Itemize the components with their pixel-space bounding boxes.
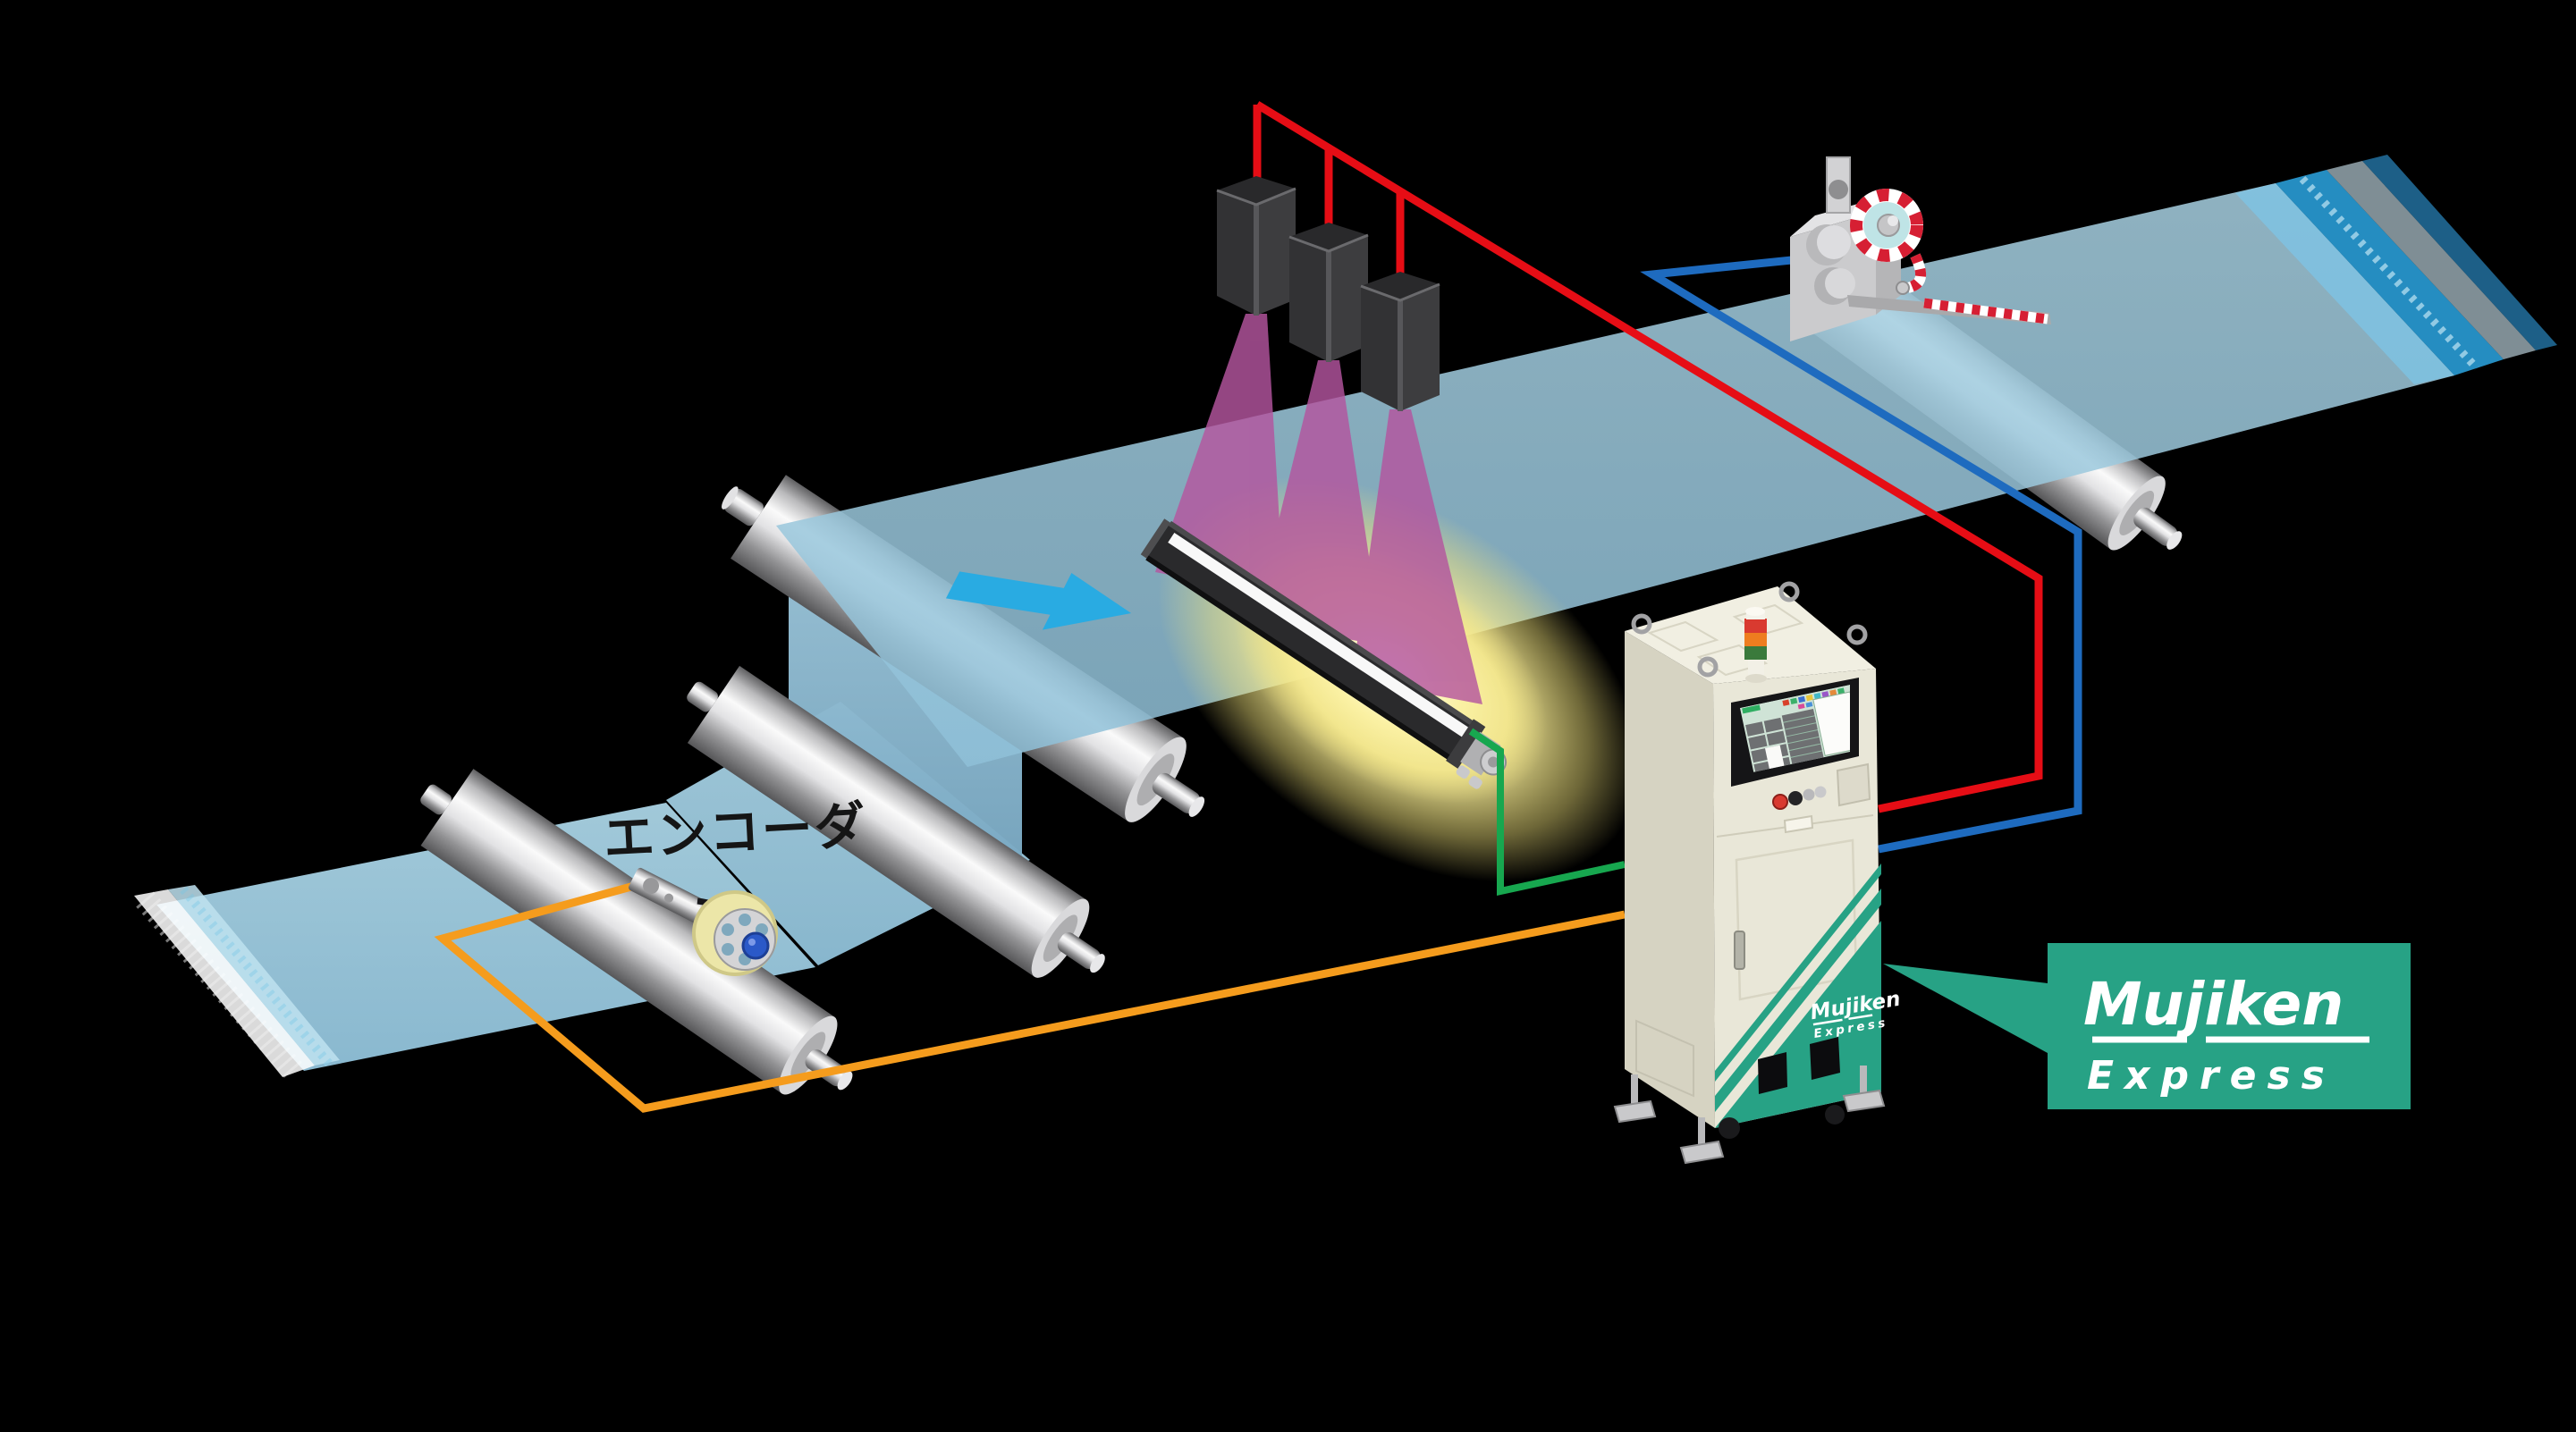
web-end-frayed-right xyxy=(2235,155,2557,384)
lifting-eye-bolts xyxy=(1631,581,1868,678)
screen-report-panel xyxy=(1812,691,1850,756)
cabinet-brand-stripes xyxy=(1715,863,1881,1128)
camera-1 xyxy=(1216,176,1296,316)
logo-line2: Express xyxy=(2087,1053,2335,1099)
access-panel xyxy=(1836,762,1871,807)
light-cone-3 xyxy=(1352,409,1482,704)
light-cone-2 xyxy=(1254,360,1382,645)
tower-red-light xyxy=(1744,619,1767,633)
cabinet-left-face xyxy=(1625,631,1715,1128)
tower-orange-light xyxy=(1744,632,1767,646)
marker-bracket xyxy=(1826,156,1851,214)
cabinet-feet xyxy=(1613,1066,1886,1165)
black-pushbutton xyxy=(1788,791,1803,805)
left-face-panel-outline xyxy=(1635,1019,1694,1098)
encoder-cable-orange xyxy=(434,880,1626,1113)
camera-2 xyxy=(1288,223,1369,362)
camera-light-cones xyxy=(1155,314,1482,704)
monitor xyxy=(1731,678,1859,787)
mujiken-logo-badge: Mujiken Express xyxy=(1883,943,2411,1109)
web-end-frayed-left xyxy=(134,885,340,1082)
web-entry-band xyxy=(156,803,815,1071)
tower-green-light xyxy=(1744,645,1767,660)
signal-tower xyxy=(1744,607,1767,683)
logo-line1: Mujiken xyxy=(2083,970,2344,1039)
camera-cable-red xyxy=(1253,101,2043,813)
vent-2 xyxy=(1810,1037,1840,1080)
encoder-hub xyxy=(741,931,770,960)
encoder-label: エンコーダ xyxy=(602,796,868,869)
tape-reel xyxy=(1850,189,1923,262)
label-marker xyxy=(1790,156,2051,341)
door-handle xyxy=(1734,931,1745,970)
marker-cable-blue xyxy=(1640,256,2082,854)
roller-2 xyxy=(687,665,1105,978)
line-light xyxy=(1140,518,1508,789)
control-cabinet: Mujiken Express xyxy=(1613,581,1902,1165)
light-cable-green xyxy=(1468,728,1626,896)
signal-cables xyxy=(434,101,2082,1113)
flow-arrow xyxy=(945,571,1132,630)
light-cone-1 xyxy=(1155,314,1284,597)
label-tape-strip xyxy=(1923,298,2048,324)
red-pushbutton xyxy=(1772,794,1788,810)
inspection-cameras xyxy=(1216,176,1440,411)
vent-1 xyxy=(1758,1052,1787,1094)
screen-popup xyxy=(1765,745,1786,771)
marker-pin-roller xyxy=(1896,281,1910,295)
light-emitting-window xyxy=(1168,533,1469,737)
encoder xyxy=(629,867,778,976)
cabinet-buttons xyxy=(1772,786,1827,810)
camera-3 xyxy=(1360,272,1440,411)
logo-pointer-tail xyxy=(1883,964,2048,1053)
logo-box xyxy=(2048,943,2411,1109)
door-vent-slot xyxy=(1783,814,1814,834)
